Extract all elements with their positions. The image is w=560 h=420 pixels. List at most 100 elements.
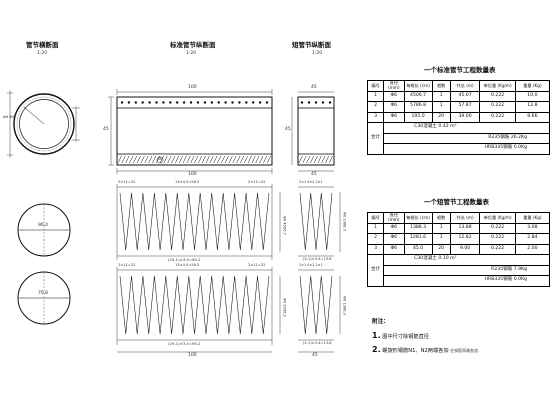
rebar-hatch: [194, 155, 199, 164]
std-spiral-lower: [116, 267, 281, 353]
short-total-label: 45: [312, 353, 318, 358]
rebar-hatch: [228, 155, 233, 164]
rebar-hatch: [236, 155, 241, 164]
short-long-section: [291, 91, 335, 172]
rebar-hatch: [251, 155, 256, 164]
rebar-hatch: [321, 155, 326, 164]
rebar-hatch: [221, 155, 225, 164]
t1-steel1: R235钢筋 26.2Kg: [383, 132, 550, 144]
rebar-dot: [189, 101, 193, 104]
t2-r2-len: 1281.6: [403, 233, 433, 245]
rebar-hatch: [259, 155, 264, 164]
rebar-hatch: [125, 155, 130, 164]
t1-r1-weight: 10.0: [514, 90, 551, 102]
t2-h-no: 编号: [366, 212, 385, 224]
spiral2-bottom-label: (29-1)×3.4=95.2: [168, 341, 201, 346]
rebar-dot: [224, 101, 227, 104]
spiral-top-mid: 13×4.5=58.5: [175, 180, 200, 184]
spiral-side-b: Φ6 2566.9: [282, 298, 287, 317]
note-1-num: 1.: [372, 331, 381, 340]
rebar-hatch: [140, 155, 145, 164]
t2-r2-total: 12.82: [449, 233, 481, 245]
short-long-title: 短管节纵断面: [292, 41, 331, 49]
rebar-hatch: [121, 155, 126, 164]
rebar-dot: [120, 101, 124, 104]
rebar-hatch: [325, 155, 330, 164]
spiral-top-left: 2×11=22: [118, 180, 136, 184]
t2-steel2: HRB335钢筋 0.0Kg: [383, 275, 550, 287]
t1-r1-dia: Φ6: [383, 90, 405, 102]
t1-r1-no: 1: [366, 90, 385, 102]
table-row: 1 Φ6 4506.7 1 45.07 0.222 10.0: [366, 90, 551, 102]
t2-r2-no: 2: [366, 233, 385, 245]
t1-r3-no: 3: [366, 111, 385, 123]
rebar-dot: [252, 101, 255, 104]
t2-r1-dia: Φ6: [383, 222, 405, 234]
t1-h-cnt: 根数: [431, 80, 451, 92]
rebar-hatch: [240, 155, 245, 164]
rebar-dot: [169, 101, 172, 104]
cross-section-title: 管节横断面: [26, 41, 59, 49]
t1-r3-weight: 8.66: [514, 111, 551, 123]
short-spiral2-side: Φ6 1388.3: [342, 296, 347, 315]
t1-h-weight: 重量 (Kg): [514, 80, 551, 92]
rebar-hatch: [163, 155, 168, 164]
rebar-dot: [162, 101, 165, 104]
rebar-dot: [245, 101, 248, 104]
std-bottom-label: 100: [188, 172, 197, 177]
rebar-hatch: [209, 155, 214, 164]
rebar-hatch: [310, 155, 314, 164]
rebar-dot: [196, 101, 200, 104]
t2-h-len: 每根长 (cm): [403, 212, 433, 224]
table1-header: 编号 直径 (mm) 每根长 (cm) 根数 共长 (m) 单位重 (Kg/m)…: [366, 80, 551, 92]
short-spiral-top: 2×1 4×2 2×1: [299, 180, 323, 184]
rebar-hatch: [313, 155, 318, 164]
rebar-hatch: [217, 155, 222, 164]
rebar-hatch: [224, 155, 229, 164]
cross-section-ring: [7, 90, 80, 158]
short-width-label: 45: [311, 85, 317, 90]
t1-r2-total: 57.87: [449, 101, 481, 113]
table2-header: 编号 直径 (mm) 每根长 (cm) 根数 共长 (m) 单位重 (Kg/m)…: [366, 212, 551, 224]
circle-radial-label: ф6 Φ4: [3, 115, 15, 119]
rebar-hatch: [133, 155, 137, 164]
table1-title: 一个标准管节工程数量表: [424, 66, 496, 74]
t2-r1-total: 13.88: [449, 222, 481, 234]
rebar-dot: [203, 101, 207, 104]
rebar-hatch: [159, 155, 164, 164]
spiral-side-a: Φ6 4506.7: [282, 216, 287, 235]
rebar-dot: [176, 101, 179, 104]
short-spiral-side: Φ6 1388.3: [342, 212, 347, 231]
rebar-dot: [134, 101, 138, 104]
table1-steel1-row: R235钢筋 26.2Kg: [368, 132, 550, 144]
note-2: 2. 螺旋形钢筋N1、N2两端各加 在钢筋两端各加: [372, 345, 478, 354]
t2-r1-no: 1: [366, 222, 385, 234]
notes-block: 附注： 1. 图中尺寸除钢筋直径 2. 螺旋形钢筋N1、N2两端各加 在钢筋两端…: [372, 317, 478, 354]
t2-h-dia: 直径 (mm): [383, 212, 405, 224]
spiral2-top-left: 2×11=22: [118, 263, 136, 267]
spiral-bottom-label: (29-1)×3.4=95.2: [168, 257, 201, 262]
rebar-dot: [321, 101, 325, 104]
t1-r3-dia: Φ6: [383, 111, 405, 123]
rebar-hatch: [247, 155, 252, 164]
ring-plan-lower: [17, 271, 71, 325]
cross-section-scale: 1:20: [37, 51, 48, 56]
rebar-hatch: [171, 155, 176, 164]
note-1-text: 图中尺寸除钢筋直径: [382, 334, 429, 340]
rebar-hatch: [175, 155, 180, 164]
t2-r3-weight: 2.00: [514, 243, 551, 255]
rebar-dot: [155, 101, 158, 104]
t1-h-len: 每根长 (cm): [403, 80, 433, 92]
t1-h-total: 共长 (m): [449, 80, 481, 92]
table-row: 3 Φ6 195.0 20 39.00 0.222 8.66: [366, 111, 551, 123]
short-spiral-upper: [298, 186, 341, 257]
spiral2-top-right: 2×11=22: [248, 263, 266, 267]
t2-r3-unit: 0.222: [479, 243, 516, 255]
table1-steel2-row: HRB335钢筋 0.0Kg: [368, 143, 550, 155]
t2-r1-unit: 0.222: [479, 222, 516, 234]
note-2-tail: 在钢筋两端各加: [450, 348, 479, 353]
table2-total-row: 合计 C30混凝土 0.10 m³: [366, 254, 550, 287]
t2-h-weight: 重量 (Kg): [514, 212, 551, 224]
t1-r1-cnt: 1: [431, 90, 451, 102]
rebar-hatch: [205, 155, 210, 164]
